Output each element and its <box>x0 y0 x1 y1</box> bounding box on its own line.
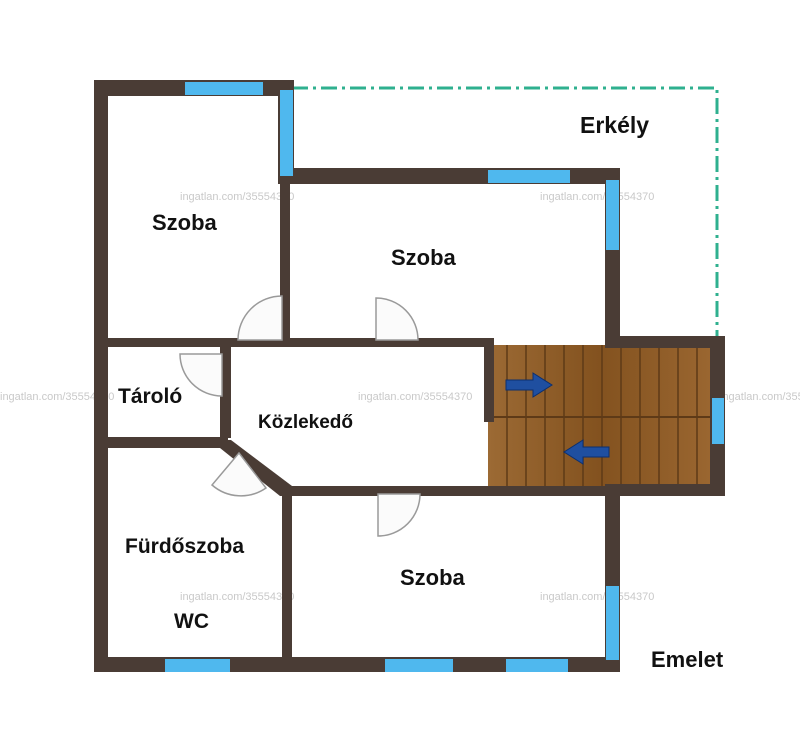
label-szoba-nw: Szoba <box>152 210 218 235</box>
wall <box>605 336 725 348</box>
wall <box>280 486 610 496</box>
label-tarolo: Tároló <box>118 385 182 408</box>
watermarks: ingatlan.com/35554370 ingatlan.com/35554… <box>0 191 800 603</box>
door-swing <box>377 493 421 537</box>
label-kozlekedo: Közlekedő <box>258 412 353 433</box>
watermark-text: ingatlan.com/35554370 <box>540 191 654 203</box>
door-swing <box>179 353 223 397</box>
wall <box>94 338 490 347</box>
arrow-left-icon <box>563 439 610 465</box>
arrow-right-icon <box>505 372 553 398</box>
window <box>165 659 230 672</box>
window <box>606 586 619 660</box>
label-szoba-s: Szoba <box>400 565 466 590</box>
watermark-text: ingatlan.com/35554370 <box>180 191 294 203</box>
window <box>712 398 724 444</box>
window <box>506 659 568 672</box>
wall <box>280 168 290 346</box>
door-swing <box>375 297 419 341</box>
label-erkely: Erkély <box>580 112 649 138</box>
label-emelet: Emelet <box>651 647 724 672</box>
window <box>385 659 453 672</box>
wall <box>220 338 231 438</box>
window <box>606 180 619 250</box>
balcony-outline <box>292 86 719 336</box>
door-swing <box>210 451 268 497</box>
watermark-text: ingatlan.com/35554370 <box>540 591 654 603</box>
watermark-text: ingatlan.com/35554370 <box>720 391 800 403</box>
staircase <box>488 345 710 487</box>
watermark-text: ingatlan.com/35554370 <box>180 591 294 603</box>
window <box>488 170 570 183</box>
windows <box>165 82 724 672</box>
doors <box>179 295 421 537</box>
watermark-text: ingatlan.com/35554370 <box>358 391 472 403</box>
wall <box>94 80 108 672</box>
label-szoba-n: Szoba <box>391 245 457 270</box>
wall <box>94 437 228 448</box>
label-wc: WC <box>174 610 209 633</box>
wall <box>484 338 494 422</box>
wall <box>282 486 292 658</box>
window <box>185 82 263 95</box>
label-furdoszoba: Fürdőszoba <box>125 535 244 558</box>
door-swing <box>237 295 283 341</box>
window <box>280 90 293 176</box>
wall <box>605 484 725 496</box>
watermark-text: ingatlan.com/35554370 <box>0 391 114 403</box>
